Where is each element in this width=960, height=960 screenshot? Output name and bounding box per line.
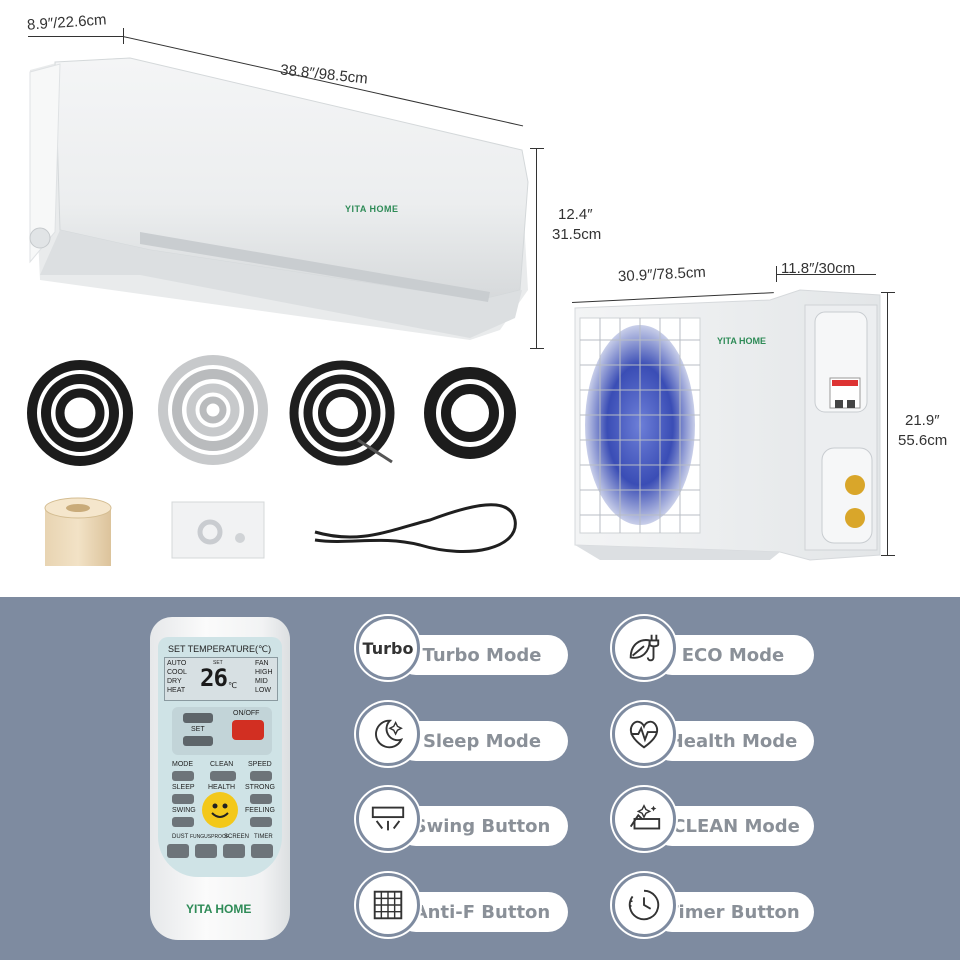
remote-feeling-button[interactable]	[250, 817, 272, 827]
dim-indoor-height-cm: 31.5cm	[552, 226, 602, 243]
accessory-signal-cable	[289, 360, 395, 466]
remote-sleep-button[interactable]	[172, 794, 194, 804]
remote-strong-button[interactable]	[250, 794, 272, 804]
product-illustration	[27, 57, 881, 566]
dim-line-indoor-depth	[28, 36, 123, 37]
feature-health-mode: Health Mode	[652, 721, 814, 761]
remote-timer-label: TIMER	[254, 834, 273, 840]
remote-set-label: SET	[191, 726, 205, 733]
outdoor-unit	[574, 289, 881, 561]
remote-feeling-label: FEELING	[245, 807, 275, 814]
remote-fungusproof-button[interactable]	[195, 844, 217, 858]
remote-screen-button[interactable]	[223, 844, 245, 858]
remote-health-button[interactable]	[202, 792, 238, 828]
accessory-power-cord	[314, 503, 517, 553]
antif-filter-grid-icon	[356, 873, 420, 937]
smiley-icon	[211, 803, 229, 818]
dim-tick	[881, 292, 895, 293]
remote-lcd	[164, 657, 278, 701]
dim-line-outdoor-height	[887, 292, 888, 555]
dim-outdoor-depth: 11.8″/30cm	[781, 260, 856, 277]
remote-screen-label: SCREEN	[224, 834, 250, 840]
accessory-copper-pipes	[27, 360, 133, 466]
remote-up-button[interactable]	[183, 713, 213, 723]
feature-antif-button: Anti-F Button	[396, 892, 568, 932]
timer-clock-icon	[612, 873, 676, 937]
remote-swing-label: SWING	[172, 807, 196, 814]
remote-mode-button[interactable]	[172, 771, 194, 781]
remote-swing-button[interactable]	[172, 817, 194, 827]
dim-tick	[530, 148, 544, 149]
feature-iclean-mode: iCLEAN Mode	[652, 806, 814, 846]
dim-tick	[530, 348, 544, 349]
iclean-sparkle-icon	[612, 787, 676, 851]
indoor-brand-logo: YITA HOME	[345, 204, 399, 214]
dim-tick	[776, 266, 777, 282]
dim-outdoor-height-cm: 55.6cm	[898, 432, 948, 449]
accessory-screw-pack	[171, 501, 265, 559]
remote-brand-logo: YITA HOME	[186, 902, 252, 916]
outdoor-brand-logo: YITA HOME	[717, 336, 766, 346]
remote-lcd-unit: ℃	[228, 681, 237, 690]
remote-strong-label: STRONG	[245, 784, 275, 791]
dim-indoor-height-in: 12.4″	[558, 206, 593, 223]
remote-onoff-label: ON/OFF	[233, 710, 260, 717]
remote-fungusproof-label: FUNGUSPROOF	[190, 834, 229, 840]
accessory-insulated-pipe	[424, 367, 516, 459]
indoor-unit	[29, 57, 529, 340]
feature-turbo-mode: Turbo Mode	[396, 635, 568, 675]
remote-speed-label: SPEED	[248, 761, 272, 768]
feature-timer-button: Timer Button	[652, 892, 814, 932]
remote-dust-button[interactable]	[167, 844, 189, 858]
remote-set-temperature: SET TEMPERATURE(℃)	[168, 644, 272, 654]
swing-airflow-icon	[356, 787, 420, 851]
sleep-moon-icon	[356, 702, 420, 766]
remote-timer-button[interactable]	[251, 844, 273, 858]
accessory-tape	[44, 497, 112, 566]
remote-power-button[interactable]	[232, 720, 264, 740]
remote-mode-label: MODE	[172, 761, 193, 768]
remote-clean-button[interactable]	[210, 771, 236, 781]
remote-sleep-label: SLEEP	[172, 784, 195, 791]
turbo-icon: Turbo	[356, 616, 420, 680]
remote-clean-label: CLEAN	[210, 761, 234, 768]
remote-lcd-set: SET	[213, 660, 223, 666]
remote-lcd-temp: 26	[200, 664, 228, 692]
remote-health-label: HEALTH	[208, 784, 236, 791]
remote-down-button[interactable]	[183, 736, 213, 746]
remote-dust-label: DUST	[172, 834, 189, 840]
accessory-drain-hose	[158, 355, 268, 465]
feature-swing-button: Swing Button	[396, 806, 568, 846]
dim-tick	[881, 555, 895, 556]
eco-leaf-plug-icon	[612, 616, 676, 680]
health-heart-icon	[612, 702, 676, 766]
dim-outdoor-height-in: 21.9″	[905, 412, 940, 429]
dim-line-outdoor-depth	[776, 274, 876, 275]
remote-speed-button[interactable]	[250, 771, 272, 781]
dim-line-indoor-height	[536, 148, 537, 348]
feature-eco-mode: ECO Mode	[652, 635, 814, 675]
feature-sleep-mode: Sleep Mode	[396, 721, 568, 761]
